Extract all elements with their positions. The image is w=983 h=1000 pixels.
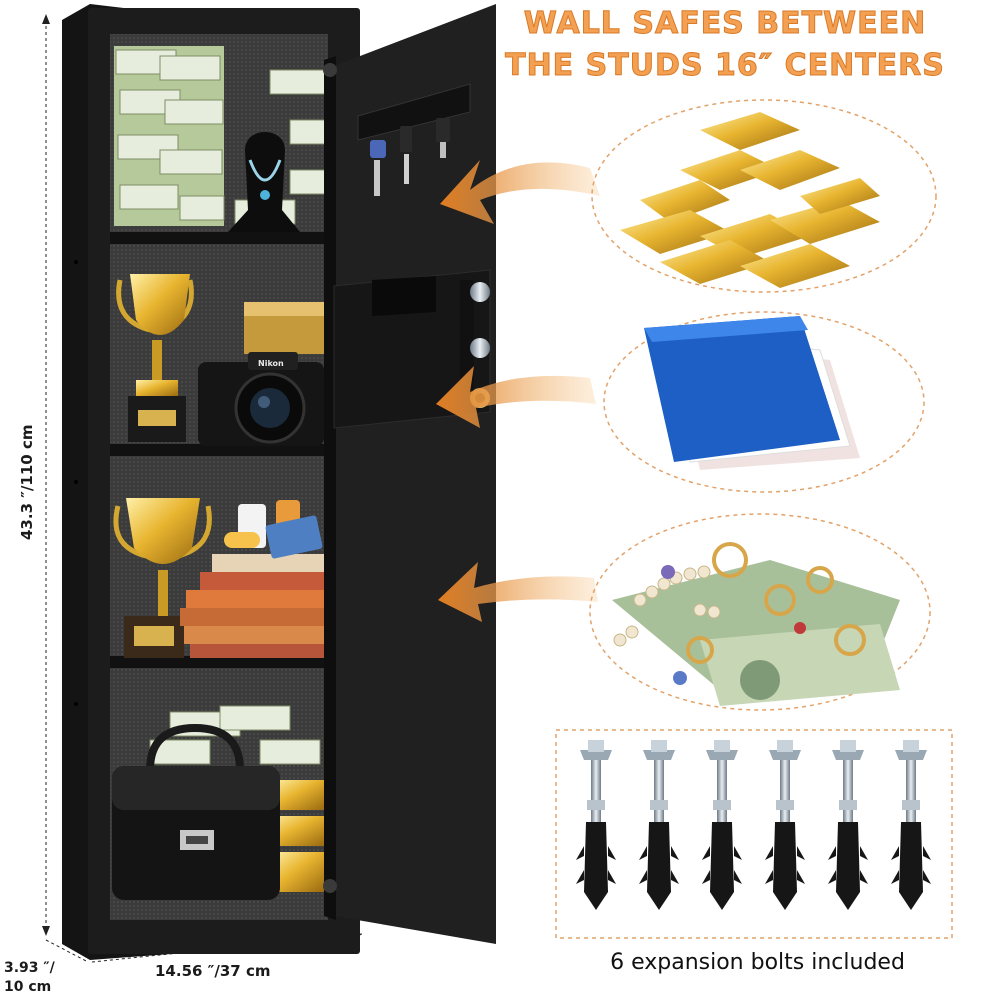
documents-oval [603, 311, 925, 493]
expansion-bolts [576, 740, 931, 910]
expansion-bolt [765, 740, 805, 910]
gold-oval [591, 99, 937, 293]
expansion-bolt [828, 740, 868, 910]
camera: Nikon [198, 352, 324, 446]
briefcase [112, 723, 280, 900]
expansion-bolt [891, 740, 931, 910]
depth-dimension-label-2: 10 cm [4, 979, 52, 995]
width-dimension-label: 14.56 ″/37 cm [155, 962, 271, 980]
keys [370, 118, 450, 196]
headline-line-2: THE STUDS 16″ CENTERS [505, 48, 945, 84]
safe-door [323, 4, 496, 944]
depth-dimension-label-1: 3.93 ″/ [4, 960, 55, 976]
gold-box [244, 302, 324, 354]
expansion-bolt [639, 740, 679, 910]
camera-brand-text: Nikon [258, 359, 284, 368]
gold-bars-pile [620, 112, 880, 288]
pill-bottles [224, 500, 323, 559]
bolts-caption: 6 expansion bolts included [610, 950, 905, 975]
cash-stack-top [114, 46, 327, 232]
jewelry-oval [589, 513, 931, 711]
headline-line-1: WALL SAFES BETWEEN [523, 6, 927, 42]
bolts-box [555, 729, 953, 939]
expansion-bolt [576, 740, 616, 910]
arrow-gold [440, 160, 600, 224]
depth-dimension-line [45, 939, 89, 963]
arrow-documents [436, 366, 596, 428]
book-stack [180, 554, 324, 658]
arrow-jewelry [438, 562, 598, 622]
cash-stack-bottom [149, 705, 321, 765]
trophy-top [116, 274, 194, 442]
documents-folder [644, 316, 860, 470]
trophy-middle [113, 498, 212, 658]
expansion-bolt [702, 740, 742, 910]
jewelry-pile [612, 542, 900, 706]
